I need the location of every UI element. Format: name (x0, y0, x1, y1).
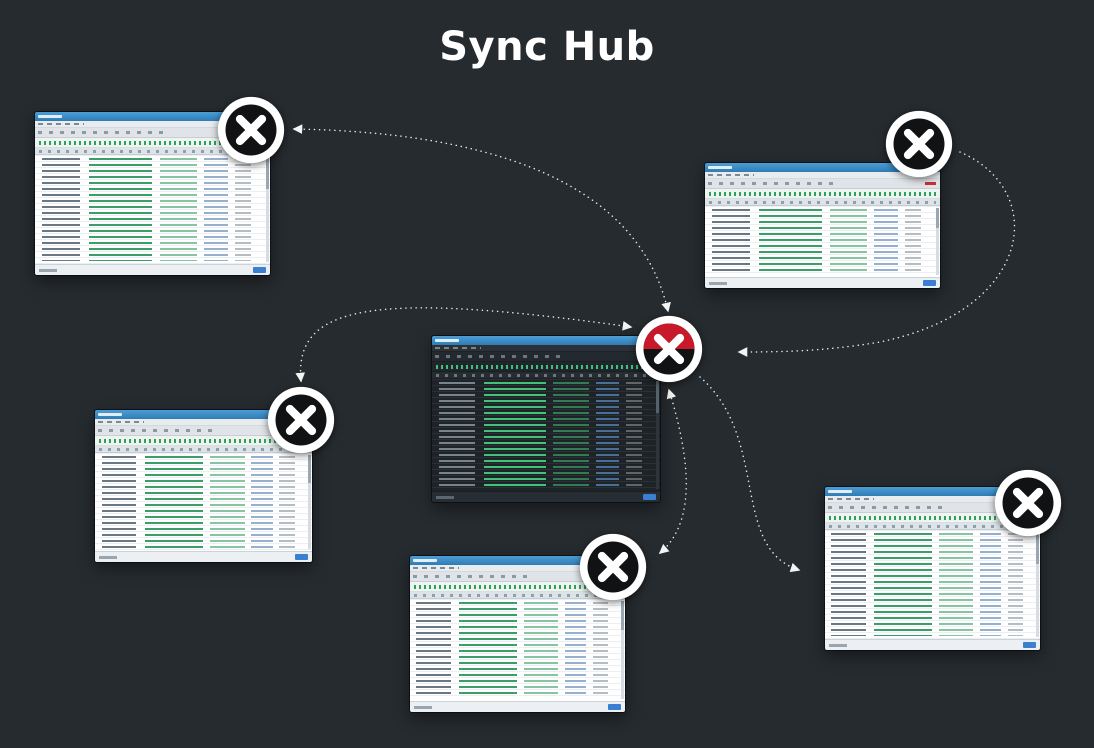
table-column-details-green (759, 209, 823, 274)
scan-results-band (95, 436, 312, 446)
x-logo-icon[interactable] (885, 110, 953, 178)
status-text (436, 495, 454, 499)
connector-topleft-hub (292, 124, 671, 313)
table-column-details-green (89, 158, 153, 261)
results-table (432, 379, 660, 491)
table-column-names (438, 382, 476, 488)
window-toolbar (705, 179, 940, 189)
table-column-values-blue (564, 602, 587, 698)
window-titlebar (432, 336, 660, 345)
table-column-names (101, 456, 137, 548)
window-title-text (98, 413, 122, 416)
table-column-meta (279, 456, 295, 548)
scan-results-band (410, 582, 625, 592)
table-column-details-green (144, 456, 204, 548)
window-title-text (38, 115, 62, 118)
status-text (39, 268, 57, 272)
action-button[interactable] (253, 267, 266, 273)
window-title-text (708, 166, 732, 169)
window-statusbar (825, 639, 1040, 650)
status-text (99, 555, 117, 559)
table-column-status-green (159, 158, 198, 261)
action-button[interactable] (643, 494, 656, 500)
table-column-meta (234, 158, 252, 261)
column-headers-band (35, 148, 270, 155)
vertical-scrollbar[interactable] (308, 455, 311, 549)
table-column-values-blue (204, 158, 228, 261)
x-logo-icon[interactable] (267, 386, 335, 454)
window-title-text (828, 490, 852, 493)
table-column-meta (625, 382, 642, 488)
vertical-scrollbar[interactable] (621, 601, 624, 699)
table-column-details-green (459, 602, 518, 698)
vertical-scrollbar[interactable] (656, 381, 659, 489)
status-text (709, 281, 727, 285)
results-table (410, 599, 625, 701)
table-column-values-blue (979, 533, 1002, 636)
table-column-names (831, 533, 866, 636)
table-column-status-green (938, 533, 974, 636)
action-button[interactable] (923, 280, 936, 286)
table-column-values-blue (874, 209, 898, 274)
results-table (705, 206, 940, 277)
action-button[interactable] (608, 704, 621, 710)
column-headers-band (705, 199, 940, 206)
results-table (35, 155, 270, 264)
table-column-meta (1007, 533, 1023, 636)
table-column-details-green (874, 533, 933, 636)
column-headers-band (825, 523, 1040, 530)
window-menubar (825, 496, 1040, 503)
window-toolbar (432, 352, 660, 362)
vertical-scrollbar[interactable] (266, 157, 269, 262)
scan-results-band (705, 189, 940, 199)
action-button[interactable] (1023, 642, 1036, 648)
connector-bottomcenter-hub (658, 388, 687, 554)
window-top-left[interactable] (35, 112, 270, 275)
vertical-scrollbar[interactable] (936, 208, 939, 275)
table-column-details-green (484, 382, 546, 488)
table-column-meta (904, 209, 922, 274)
x-logo-hub-icon[interactable] (635, 315, 703, 383)
window-statusbar (95, 551, 312, 562)
table-column-values-blue (596, 382, 619, 488)
status-text (414, 705, 432, 709)
window-title-text (435, 339, 459, 342)
window-menubar (410, 565, 625, 572)
table-column-status-green (552, 382, 590, 488)
scan-results-band (432, 362, 660, 372)
table-column-status-green (829, 209, 868, 274)
column-headers-band (432, 372, 660, 379)
table-column-values-blue (251, 456, 273, 548)
table-column-names (42, 158, 80, 261)
x-logo-icon[interactable] (579, 533, 647, 601)
table-column-names (712, 209, 750, 274)
action-button[interactable] (295, 554, 308, 560)
column-headers-band (95, 446, 312, 453)
window-menubar (95, 419, 312, 426)
window-statusbar (432, 491, 660, 502)
table-column-names (416, 602, 451, 698)
column-headers-band (410, 592, 625, 599)
vertical-scrollbar[interactable] (1036, 532, 1039, 637)
window-statusbar (705, 277, 940, 288)
x-logo-icon[interactable] (994, 469, 1062, 537)
table-column-status-green (523, 602, 559, 698)
table-column-status-green (210, 456, 245, 548)
scan-results-band (35, 138, 270, 148)
window-menubar (35, 121, 270, 128)
scan-results-band (825, 513, 1040, 523)
window-menubar (432, 345, 660, 352)
table-column-meta (592, 602, 608, 698)
results-table (95, 453, 312, 551)
window-center[interactable] (432, 336, 660, 502)
window-statusbar (35, 264, 270, 275)
results-table (825, 530, 1040, 639)
connector-hub-bottomright (699, 376, 801, 573)
page-title: Sync Hub (439, 24, 655, 70)
x-logo-icon[interactable] (217, 96, 285, 164)
window-title-text (413, 559, 437, 562)
status-text (829, 643, 847, 647)
window-statusbar (410, 701, 625, 712)
window-top-right[interactable] (705, 163, 940, 288)
